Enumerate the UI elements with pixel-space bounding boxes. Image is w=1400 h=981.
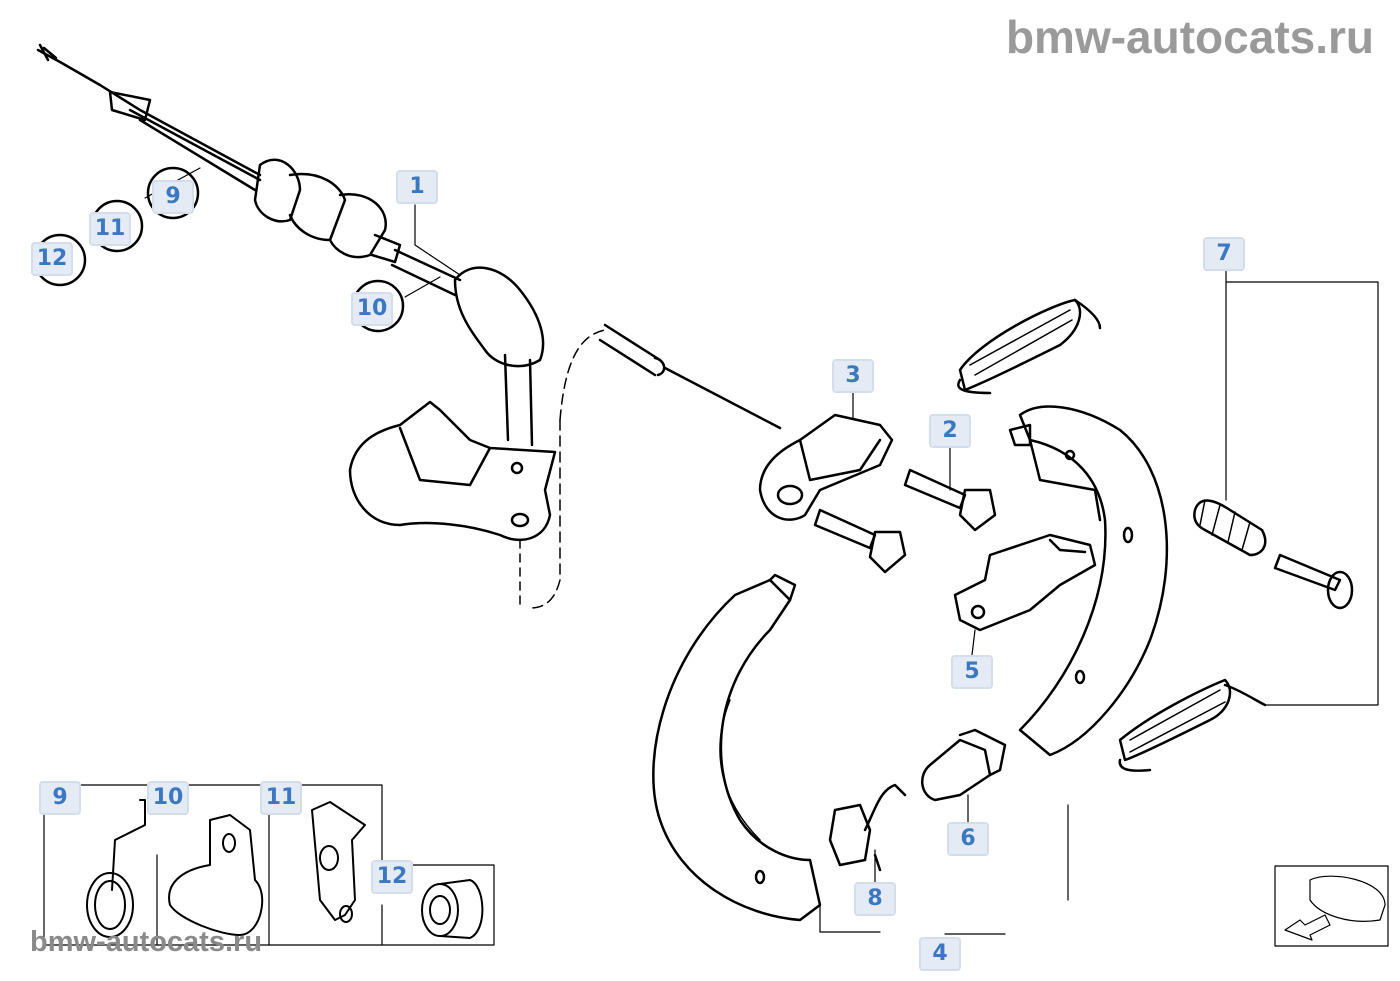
callout-7[interactable]: 7 (1203, 237, 1245, 271)
inset-callout-9[interactable]: 9 (39, 781, 81, 815)
watermark-bottom: bmw-autocats.ru (30, 926, 263, 958)
handbrake-cable (36, 43, 782, 611)
callout-circles (33, 166, 405, 333)
watermark-top: bmw-autocats.ru (1005, 11, 1374, 63)
inset-callout-12[interactable]: 12 (371, 860, 413, 894)
callout-10[interactable]: 10 (351, 292, 393, 326)
callout-5[interactable]: 5 (951, 655, 993, 689)
inset-callout-10[interactable]: 10 (147, 781, 189, 815)
orientation-thumbnail[interactable] (1274, 865, 1389, 947)
adjuster-plate (953, 533, 1097, 632)
brake-shoe-left (652, 573, 822, 922)
return-spring-upper (957, 298, 1102, 395)
leader-lines (819, 270, 1379, 935)
callout-9[interactable]: 9 (152, 180, 194, 214)
callout-3[interactable]: 3 (832, 359, 874, 393)
callout-2[interactable]: 2 (929, 414, 971, 448)
clip (828, 783, 907, 872)
callout-11[interactable]: 11 (89, 212, 131, 246)
expander-lever (758, 413, 894, 521)
callout-8[interactable]: 8 (854, 882, 896, 916)
bolts (813, 468, 997, 574)
hold-down-spring (1193, 499, 1354, 610)
brake-shoe-right (1008, 405, 1169, 757)
callout-1[interactable]: 1 (396, 170, 438, 204)
return-spring-lower (1118, 678, 1267, 772)
callout-4[interactable]: 4 (919, 937, 961, 971)
callout-12[interactable]: 12 (31, 242, 73, 276)
inset-callout-11[interactable]: 11 (260, 781, 302, 815)
callout-6[interactable]: 6 (947, 822, 989, 856)
adjuster-screw (921, 728, 1007, 802)
inset-parts (86, 799, 484, 939)
